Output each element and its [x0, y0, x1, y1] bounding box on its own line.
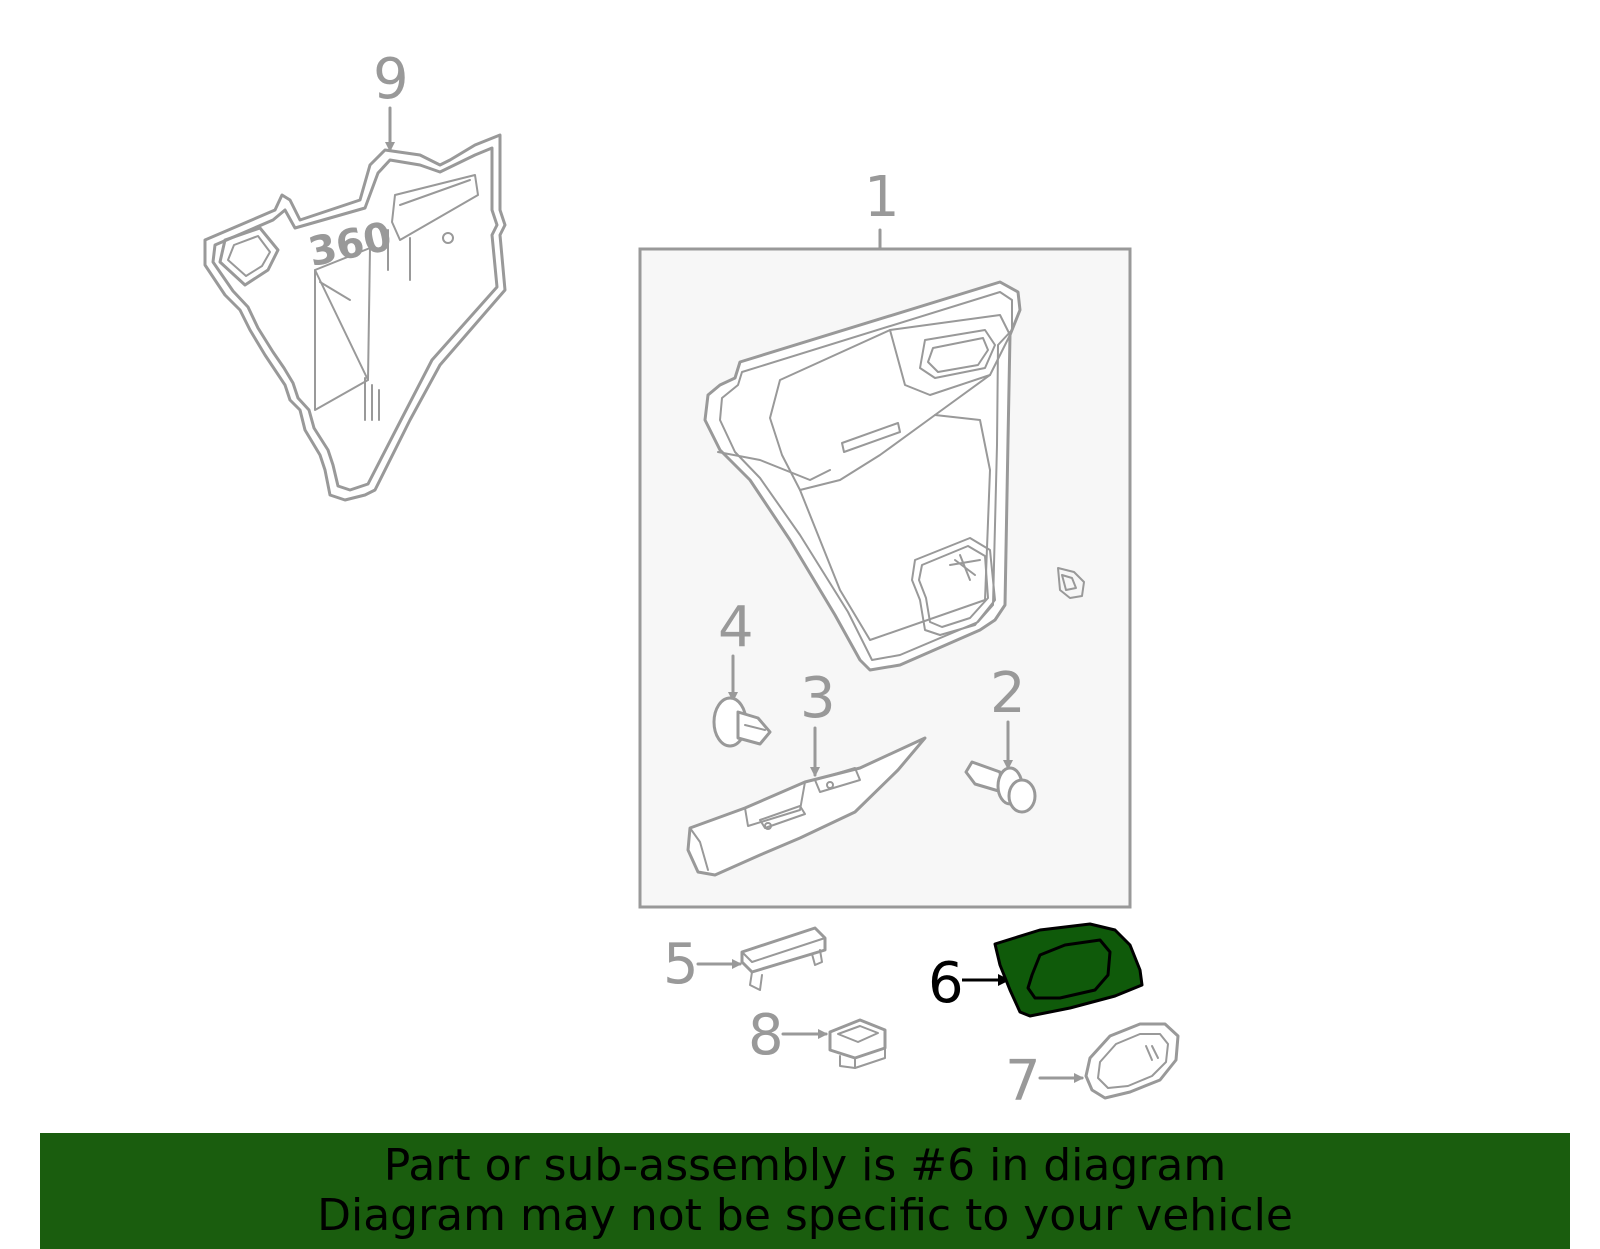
part-5-clip — [740, 926, 827, 991]
callout-1: 1 — [864, 165, 900, 230]
callout-7: 7 — [1005, 1049, 1041, 1114]
callout-2: 2 — [990, 661, 1026, 726]
part-2-retainer — [964, 760, 1037, 814]
part-9-stamp: 360 — [305, 214, 396, 276]
part-9-insulator: 360 — [203, 133, 507, 502]
part-1-door-trim-panel — [703, 280, 1022, 672]
part-1-clip — [1057, 567, 1085, 599]
banner-line-2: Diagram may not be specific to your vehi… — [317, 1190, 1293, 1241]
part-3-armrest — [686, 736, 927, 877]
callout-6: 6 — [928, 951, 964, 1016]
callout-4: 4 — [718, 595, 754, 660]
callout-9: 9 — [373, 47, 409, 112]
part-8-clip — [828, 1018, 887, 1069]
callout-8: 8 — [748, 1003, 784, 1068]
callout-3: 3 — [800, 666, 836, 731]
part-4-push-clip — [712, 696, 772, 748]
info-banner: Part or sub-assembly is #6 in diagram Di… — [40, 1133, 1570, 1249]
part-7-bezel-ring — [1084, 1022, 1180, 1100]
part-6-handle-bezel — [993, 922, 1144, 1018]
callout-5: 5 — [663, 932, 699, 997]
banner-line-1: Part or sub-assembly is #6 in diagram — [383, 1140, 1227, 1191]
